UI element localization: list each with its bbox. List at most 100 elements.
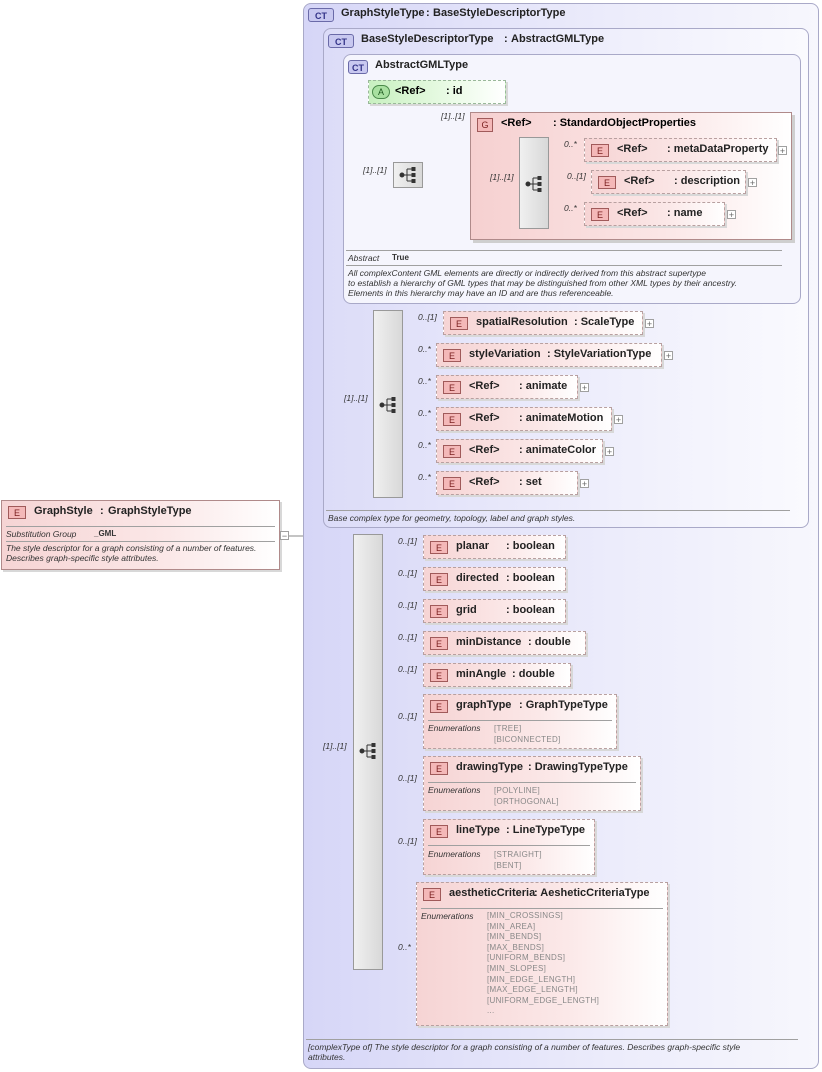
element-minangle[interactable]: E minAngle : double xyxy=(423,663,571,687)
graphstyletype-doc-line1: [complexType of] The style descriptor fo… xyxy=(308,1042,741,1052)
element-icon: E xyxy=(443,413,461,426)
root-element-name: GraphStyle xyxy=(34,505,93,517)
expand-button[interactable]: + xyxy=(778,146,787,156)
element-animatecolor[interactable]: E <Ref> : animateColor xyxy=(436,439,603,463)
element-cardinality: 0..* xyxy=(418,344,431,354)
complex-type-icon: CT xyxy=(308,8,334,22)
sequence-compositor[interactable] xyxy=(353,534,383,970)
element-spatialresolution[interactable]: E spatialResolution : ScaleType xyxy=(443,311,643,335)
enumerations-label: Enumerations xyxy=(428,723,481,733)
element-icon: E xyxy=(430,669,448,682)
expand-button[interactable]: + xyxy=(727,210,736,220)
root-element-graphstyle[interactable]: E GraphStyle : GraphStyleType Substituti… xyxy=(1,500,280,570)
element-type: : set xyxy=(519,476,542,488)
basestyle-doc: Base complex type for geometry, topology… xyxy=(328,513,576,523)
collapse-button[interactable]: − xyxy=(280,531,289,541)
sequence-icon xyxy=(359,743,376,759)
element-animatemotion[interactable]: E <Ref> : animateMotion xyxy=(436,407,612,431)
expand-button[interactable]: + xyxy=(614,415,623,425)
element-type: : animate xyxy=(519,380,568,392)
element-mindistance[interactable]: E minDistance : double xyxy=(423,631,586,655)
element-ref: <Ref> xyxy=(624,175,655,187)
element-ref: <Ref> xyxy=(469,412,500,424)
element-ref: <Ref> xyxy=(617,207,648,219)
group-cardinality: [1]..[1] xyxy=(441,111,465,121)
enumerations-label: Enumerations xyxy=(421,911,474,921)
element-name: : name xyxy=(667,207,703,219)
abstractgml-doc-line3: Elements in this hierarchy may have an I… xyxy=(348,288,614,298)
divider xyxy=(6,541,275,542)
sequence-icon xyxy=(399,167,416,183)
group-icon: G xyxy=(477,118,493,132)
element-set[interactable]: E <Ref> : set xyxy=(436,471,578,495)
element-directed[interactable]: E directed : boolean xyxy=(423,567,566,591)
element-name: graphType xyxy=(456,699,512,711)
element-name: directed xyxy=(456,572,499,584)
root-element-type: GraphStyleType xyxy=(108,505,192,517)
element-description[interactable]: E <Ref> : description xyxy=(591,170,746,194)
element-icon: E xyxy=(443,381,461,394)
element-aestheticcriteria[interactable]: E aestheticCriteria : AesheticCriteriaTy… xyxy=(416,882,668,1026)
expand-button[interactable]: + xyxy=(605,447,614,457)
divider xyxy=(428,845,590,846)
complex-type-icon: CT xyxy=(348,60,368,74)
expand-button[interactable]: + xyxy=(645,319,654,329)
substitution-group-label: Substitution Group xyxy=(6,529,77,539)
element-type: : boolean xyxy=(506,540,555,552)
element-planar[interactable]: E planar : boolean xyxy=(423,535,566,559)
expand-button[interactable]: + xyxy=(580,383,589,393)
attribute-name: : id xyxy=(446,85,463,97)
sequence-cardinality: [1]..[1] xyxy=(323,741,347,751)
element-cardinality: 0..[1] xyxy=(398,600,417,610)
sequence-cardinality: [1]..[1] xyxy=(363,165,387,175)
element-cardinality: 0..* xyxy=(398,942,411,952)
graphstyletype-title: GraphStyleType xyxy=(341,7,425,19)
divider xyxy=(346,265,782,266)
element-cardinality: 0..[1] xyxy=(398,632,417,642)
element-icon: E xyxy=(443,477,461,490)
attribute-id[interactable]: A <Ref> : id xyxy=(368,80,506,104)
root-doc-line1: The style descriptor for a graph consist… xyxy=(6,543,257,553)
divider xyxy=(346,250,782,251)
sequence-compositor[interactable] xyxy=(393,162,423,188)
element-cardinality: 0..[1] xyxy=(398,568,417,578)
root-element-separator: : xyxy=(100,505,104,517)
element-name: minAngle xyxy=(456,668,507,680)
separator: : xyxy=(426,7,430,19)
element-drawingtype[interactable]: E drawingType : DrawingTypeType Enumerat… xyxy=(423,756,641,811)
element-icon: E xyxy=(430,825,448,838)
element-cardinality: 0..* xyxy=(418,376,431,386)
element-name: drawingType xyxy=(456,761,524,773)
abstractgml-doc-line1: All complexContent GML elements are dire… xyxy=(348,268,706,278)
expand-button[interactable]: + xyxy=(664,351,673,361)
element-animate[interactable]: E <Ref> : animate xyxy=(436,375,578,399)
element-icon: E xyxy=(443,349,461,362)
element-name: minDistance xyxy=(456,636,522,648)
element-name: grid xyxy=(456,604,477,616)
element-name: lineType xyxy=(456,824,500,836)
element-cardinality: 0..[1] xyxy=(418,312,437,322)
expand-button[interactable]: + xyxy=(748,178,757,188)
sequence-compositor[interactable] xyxy=(519,137,549,229)
divider xyxy=(421,908,663,909)
element-metadataproperty[interactable]: E <Ref> : metaDataProperty xyxy=(584,138,777,162)
abstract-label: Abstract xyxy=(348,253,380,263)
element-icon: E xyxy=(591,144,609,157)
element-stylevariation[interactable]: E styleVariation : StyleVariationType xyxy=(436,343,662,367)
element-linetype[interactable]: E lineType : LineTypeType Enumerations [… xyxy=(423,819,595,875)
element-cardinality: 0..* xyxy=(564,139,577,149)
element-grid[interactable]: E grid : boolean xyxy=(423,599,566,623)
sequence-icon xyxy=(379,397,396,413)
element-graphtype[interactable]: E graphType : GraphTypeType Enumerations… xyxy=(423,694,617,749)
element-name: aestheticCriteria xyxy=(449,887,536,899)
root-doc-line2: Describes graph-specific style attribute… xyxy=(6,553,159,563)
element-name-ref[interactable]: E <Ref> : name xyxy=(584,202,725,226)
enumerations-values: [MIN_CROSSINGS] [MIN_AREA] [MIN_BENDS] [… xyxy=(487,911,600,1016)
attribute-icon: A xyxy=(372,85,390,99)
sequence-icon xyxy=(525,176,542,192)
sequence-compositor[interactable] xyxy=(373,310,403,498)
element-ref: <Ref> xyxy=(469,444,500,456)
substitution-group-value: _GML xyxy=(94,529,117,538)
expand-button[interactable]: + xyxy=(580,479,589,489)
graphstyletype-base: BaseStyleDescriptorType xyxy=(433,7,566,19)
